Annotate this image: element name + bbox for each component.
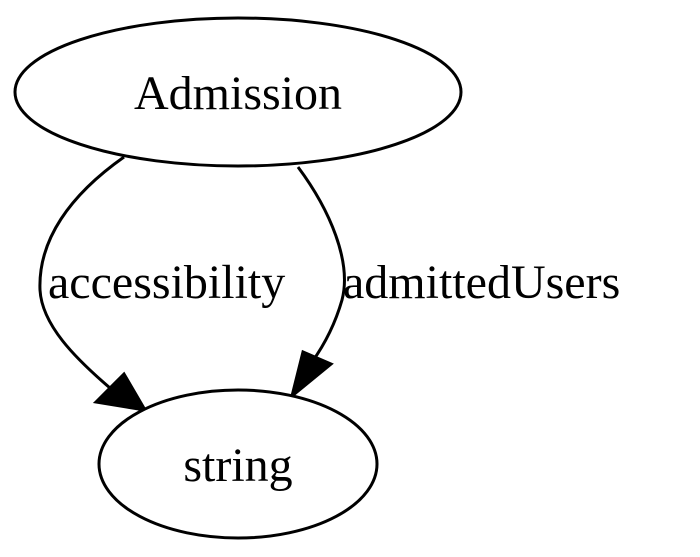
node-admission: Admission	[13, 16, 463, 168]
edge-admitted-users-line	[296, 166, 346, 363]
edge-accessibility: accessibility	[38, 155, 285, 412]
edge-accessibility-arrowhead	[92, 371, 148, 412]
node-string: string	[97, 388, 379, 540]
node-string-shape	[97, 388, 379, 540]
edge-admitted-users-arrowhead	[289, 349, 334, 401]
edge-accessibility-line	[38, 155, 125, 390]
edge-admitted-users: admittedUsers	[289, 166, 620, 401]
node-string-label: string	[183, 439, 292, 492]
node-admission-shape	[13, 16, 463, 168]
edge-label-admitted-users: admittedUsers	[343, 256, 620, 309]
edge-label-accessibility: accessibility	[48, 256, 285, 309]
node-admission-label: Admission	[134, 67, 342, 120]
